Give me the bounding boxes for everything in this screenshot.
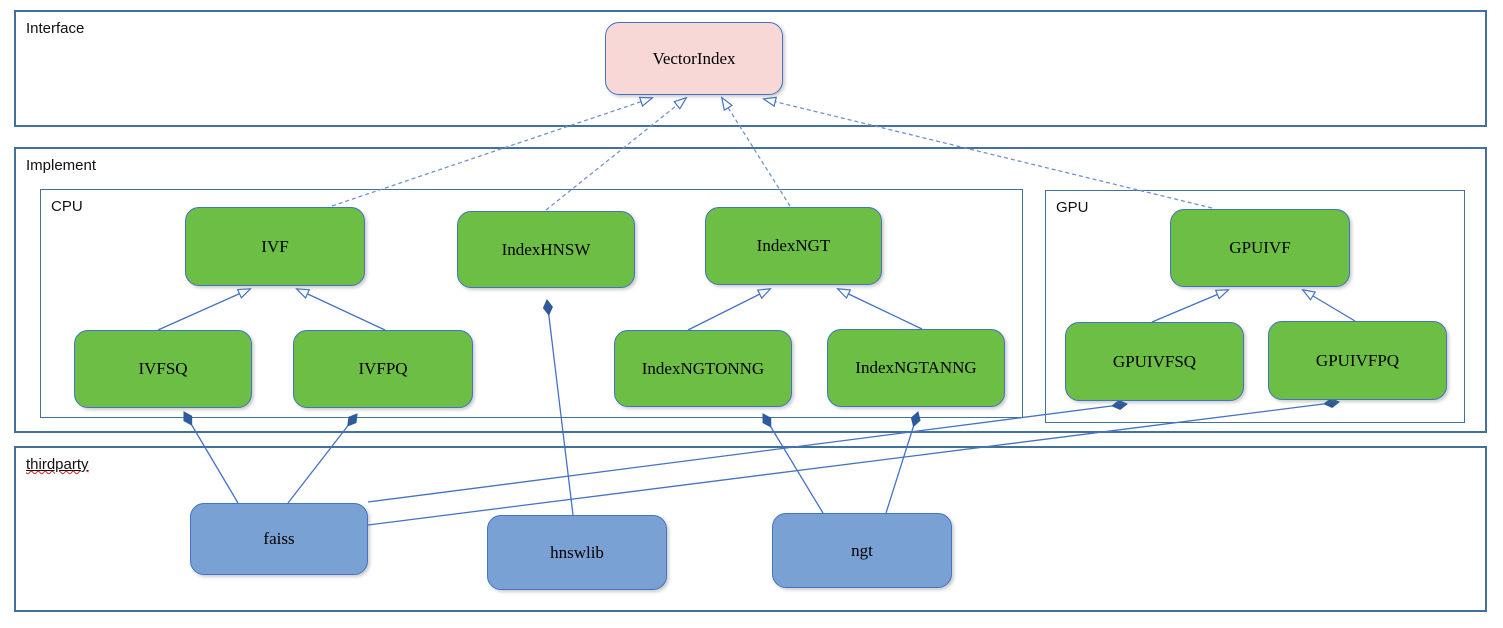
gpu-group-label: GPU	[1056, 199, 1089, 216]
node-indexhnsw: IndexHNSW	[457, 211, 635, 288]
node-gpuivfpq-label: GPUIVFPQ	[1315, 350, 1400, 370]
node-indexngt-label: IndexNGT	[756, 236, 831, 255]
node-ngt: ngt	[772, 513, 952, 588]
node-ivf: IVF	[185, 207, 365, 286]
node-ivfsq-label: IVFSQ	[138, 359, 188, 378]
node-indexngt: IndexNGT	[705, 207, 882, 285]
node-indexhnsw-label: IndexHNSW	[501, 239, 591, 259]
node-indexngtanng-label: IndexNGTANNG	[855, 358, 977, 377]
node-gpuivfpq: GPUIVFPQ	[1268, 321, 1447, 400]
node-ivfsq: IVFSQ	[74, 330, 252, 408]
node-faiss: faiss	[190, 503, 368, 575]
cpu-group-label: CPU	[51, 198, 83, 215]
thirdparty-group-label: thirdparty	[26, 456, 89, 473]
node-gpuivf: GPUIVF	[1170, 209, 1350, 287]
node-faiss-label: faiss	[263, 529, 295, 548]
node-vectorindex: VectorIndex	[605, 22, 783, 95]
node-gpuivfsq: GPUIVFSQ	[1065, 322, 1244, 401]
node-ivfpq-label: IVFPQ	[358, 359, 408, 378]
node-ivfpq: IVFPQ	[293, 330, 473, 408]
node-ngt-label: ngt	[851, 540, 873, 560]
node-hnswlib: hnswlib	[487, 515, 667, 590]
interface-group-label: Interface	[26, 20, 85, 37]
node-gpuivfsq-label: GPUIVFSQ	[1112, 351, 1197, 371]
node-ivf-label: IVF	[261, 236, 289, 256]
node-vectorindex-label: VectorIndex	[652, 48, 736, 68]
node-indexngtanng: IndexNGTANNG	[827, 329, 1005, 407]
node-indexngtonng: IndexNGTONNG	[614, 330, 792, 407]
node-indexngtonng-label: IndexNGTONNG	[641, 358, 765, 378]
implement-group-label: Implement	[26, 157, 97, 174]
node-hnswlib-label: hnswlib	[550, 542, 604, 562]
node-gpuivf-label: GPUIVF	[1229, 238, 1291, 257]
